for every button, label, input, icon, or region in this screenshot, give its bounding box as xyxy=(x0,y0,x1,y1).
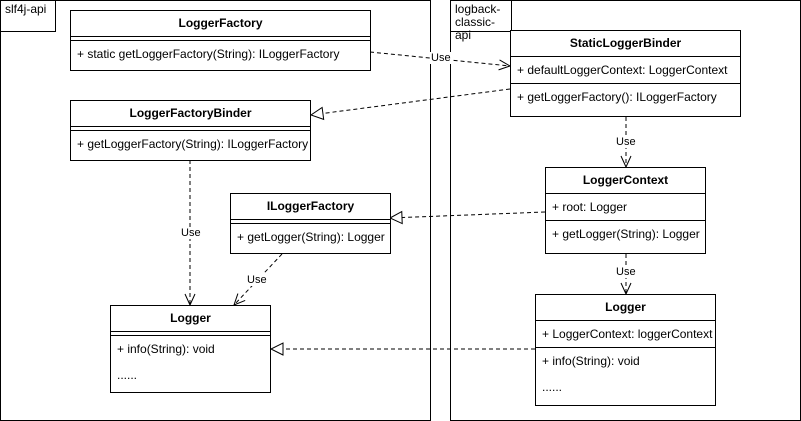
method-section: + getLogger(String): Logger xyxy=(231,224,390,250)
class-loggerfactorybinder: LoggerFactoryBinder + getLoggerFactory(S… xyxy=(70,100,311,161)
method-section: + static getLoggerFactory(String): ILogg… xyxy=(71,41,370,67)
attribute-section-empty xyxy=(71,127,310,131)
method: + getLogger(String): Logger xyxy=(552,227,700,241)
edge-loggercontext-realizes-iloggerfactory xyxy=(388,210,546,225)
method-ellipsis: ...... xyxy=(117,368,138,382)
attribute-section: + defaultLoggerContext: LoggerContext xyxy=(511,57,740,83)
edge-label-use: Use xyxy=(180,227,202,239)
method: + static getLoggerFactory(String): ILogg… xyxy=(77,47,340,61)
class-name: Logger xyxy=(111,306,270,332)
edge-label-use: Use xyxy=(615,266,637,278)
class-name: ILoggerFactory xyxy=(231,194,390,220)
class-iloggerfactory: ILoggerFactory + getLogger(String): Logg… xyxy=(230,193,391,254)
method: + info(String): void xyxy=(542,354,640,368)
class-loggercontext: LoggerContext + root: Logger + getLogger… xyxy=(545,167,706,254)
attribute-section: + LoggerContext: loggerContext xyxy=(536,321,715,347)
method: + getLoggerFactory(String): ILoggerFacto… xyxy=(77,137,309,151)
attribute-section-empty xyxy=(111,332,270,336)
method-section: + getLogger(String): Logger xyxy=(546,220,705,247)
class-name: LoggerFactoryBinder xyxy=(71,101,310,127)
package-tab-slf4j-api: slf4j-api xyxy=(0,0,56,32)
class-logger-slf4j: Logger + info(String): void ...... xyxy=(110,305,271,393)
class-logger-logback: Logger + LoggerContext: loggerContext + … xyxy=(535,294,716,406)
package-tab-logback-classic-api: logback- classic-api xyxy=(450,0,512,42)
attribute-section: + root: Logger xyxy=(546,194,705,220)
edge-label-use: Use xyxy=(615,136,637,148)
edge-label-use: Use xyxy=(430,52,452,64)
method-section: + getLoggerFactory(): ILoggerFactory xyxy=(511,83,740,110)
attribute-section-empty xyxy=(71,37,370,41)
attribute: + LoggerContext: loggerContext xyxy=(542,327,713,341)
class-name: LoggerFactory xyxy=(71,11,370,37)
method-section: + getLoggerFactory(String): ILoggerFacto… xyxy=(71,131,310,157)
attribute: + defaultLoggerContext: LoggerContext xyxy=(517,63,728,77)
method-section: + info(String): void ...... xyxy=(536,347,715,400)
class-loggerfactory: LoggerFactory + static getLoggerFactory(… xyxy=(70,10,371,71)
package-label-line2: classic-api xyxy=(455,15,496,42)
method: + info(String): void xyxy=(117,342,215,356)
attribute: + root: Logger xyxy=(552,200,628,214)
method-section: + info(String): void ...... xyxy=(111,336,270,388)
class-name: Logger xyxy=(536,295,715,321)
class-name: StaticLoggerBinder xyxy=(511,31,740,57)
method: + getLogger(String): Logger xyxy=(237,230,385,244)
attribute-section-empty xyxy=(231,220,390,224)
class-staticloggerbinder: StaticLoggerBinder + defaultLoggerContex… xyxy=(510,30,741,117)
class-name: LoggerContext xyxy=(546,168,705,194)
package-label: slf4j-api xyxy=(5,2,47,16)
edge-staticloggerbinder-realizes-loggerfactorybinder xyxy=(309,88,511,121)
package-label-line1: logback- xyxy=(455,2,501,16)
method-ellipsis: ...... xyxy=(542,380,563,394)
method: + getLoggerFactory(): ILoggerFactory xyxy=(517,90,717,104)
edge-label-use: Use xyxy=(246,274,268,286)
